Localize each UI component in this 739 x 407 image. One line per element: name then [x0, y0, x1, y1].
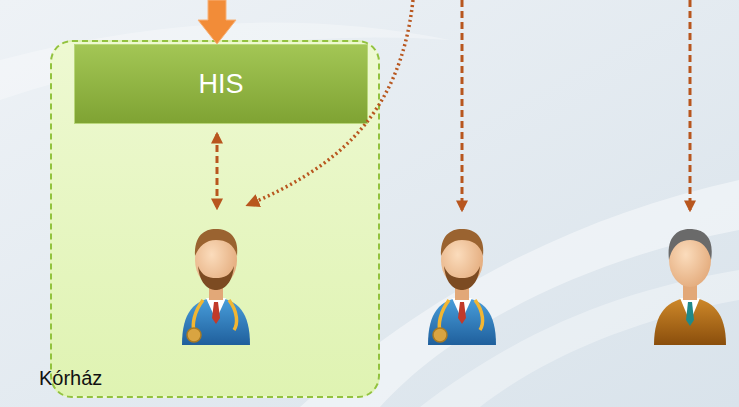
node-label: HIS	[75, 69, 367, 100]
system-box: HIS	[74, 44, 368, 124]
node-label: Kórház	[39, 367, 102, 390]
dotted-arrow	[248, 0, 413, 205]
background-swoosh	[420, 270, 739, 407]
doctor-icon	[182, 229, 250, 345]
dashed-arrow	[216, 134, 219, 208]
person-icon	[654, 229, 726, 345]
dashed-arrow	[461, 0, 464, 210]
dashed-arrow	[689, 0, 692, 210]
hospital-group: KórházHIS	[50, 40, 380, 398]
doctor-icon	[428, 229, 496, 345]
input-arrow	[198, 0, 236, 44]
